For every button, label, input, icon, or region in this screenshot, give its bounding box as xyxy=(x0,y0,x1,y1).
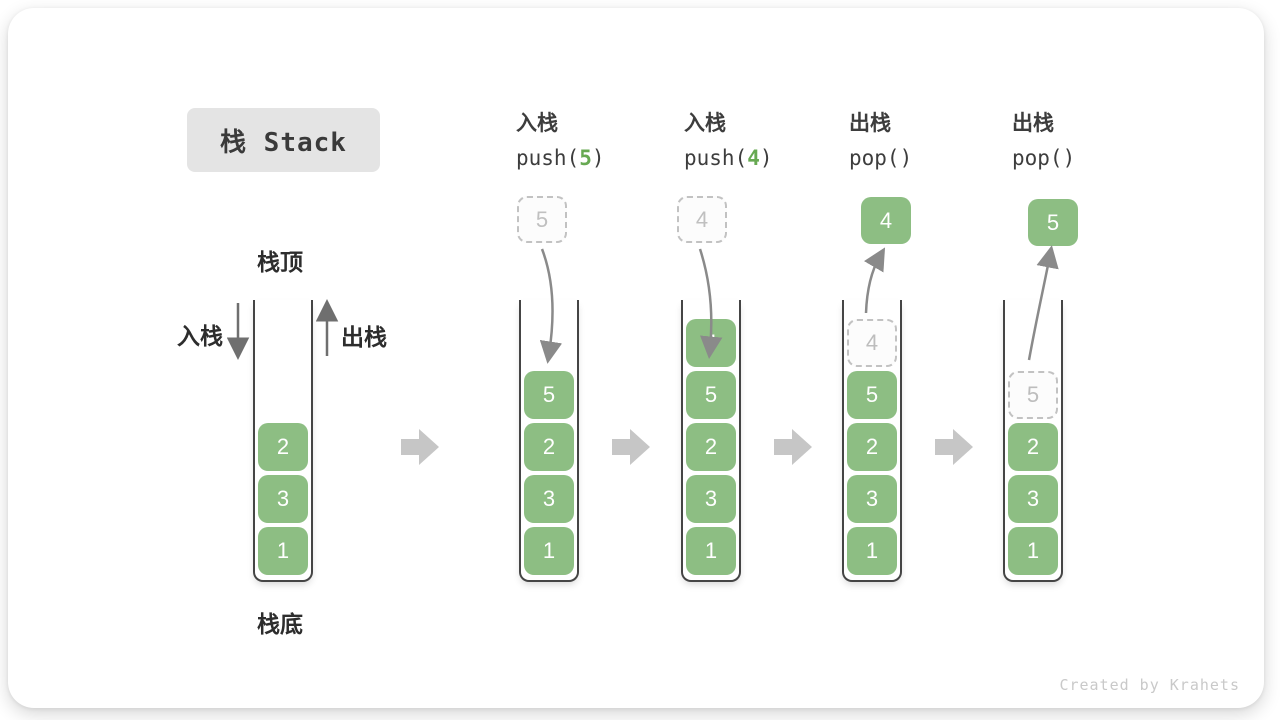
op-code: push(4) xyxy=(684,146,773,170)
diagram-title: 栈 Stack xyxy=(187,108,380,172)
stack-cell: 2 xyxy=(686,423,736,471)
stack-container-4: 4 5 2 3 1 xyxy=(842,300,902,582)
stack-cell-ghost: 5 xyxy=(1008,371,1058,419)
stack-cell: 1 xyxy=(847,527,897,575)
pop-direction-label: 出栈 xyxy=(341,324,387,350)
stack-cell: 5 xyxy=(524,371,574,419)
op-code: push(5) xyxy=(516,146,605,170)
op-name: 出栈 xyxy=(1012,112,1054,135)
stack-cell: 1 xyxy=(524,527,574,575)
stack-cell: 2 xyxy=(524,423,574,471)
stack-cell: 2 xyxy=(1008,423,1058,471)
op-header-push-5: 入栈 push(5) xyxy=(516,107,605,170)
watermark: Created by Krahets xyxy=(1059,676,1240,694)
op-code-arg: 4 xyxy=(747,146,760,170)
stack-container-2: 5 2 3 1 xyxy=(519,300,579,582)
stack-cell: 3 xyxy=(686,475,736,523)
stack-cell: 2 xyxy=(847,423,897,471)
stack-cell: 3 xyxy=(847,475,897,523)
stack-cell: 4 xyxy=(686,319,736,367)
stack-container-3: 4 5 2 3 1 xyxy=(681,300,741,582)
stack-container-1: 2 3 1 xyxy=(253,300,313,582)
op-name: 出栈 xyxy=(849,112,891,135)
op-code-after: ) xyxy=(1062,146,1076,170)
push-direction-label: 入栈 xyxy=(177,323,223,349)
stack-cell: 3 xyxy=(524,475,574,523)
stack-cell: 3 xyxy=(1008,475,1058,523)
stack-top-label: 栈顶 xyxy=(257,249,303,275)
op-name: 入栈 xyxy=(684,112,726,135)
stack-cell: 5 xyxy=(847,371,897,419)
op-code-after: ) xyxy=(899,146,913,170)
op-code-after: ) xyxy=(759,146,773,170)
stack-cell-ghost: 4 xyxy=(847,319,897,367)
op-code-after: ) xyxy=(591,146,605,170)
op-header-push-4: 入栈 push(4) xyxy=(684,107,773,170)
floating-cell: 5 xyxy=(1028,199,1078,246)
op-header-pop-1: 出栈 pop() xyxy=(849,107,912,170)
op-code: pop() xyxy=(1012,146,1075,170)
op-name: 入栈 xyxy=(516,112,558,135)
floating-cell-ghost: 5 xyxy=(517,196,567,243)
op-code: pop() xyxy=(849,146,912,170)
op-code-before: pop( xyxy=(1012,146,1063,170)
op-code-before: push( xyxy=(684,146,748,170)
stack-container-5: 5 2 3 1 xyxy=(1003,300,1063,582)
op-header-pop-2: 出栈 pop() xyxy=(1012,107,1075,170)
stack-cell: 2 xyxy=(258,423,308,471)
stack-bottom-label: 栈底 xyxy=(257,611,303,637)
op-code-arg: 5 xyxy=(579,146,592,170)
stack-cell: 1 xyxy=(258,527,308,575)
stack-cell: 1 xyxy=(686,527,736,575)
op-code-before: push( xyxy=(516,146,580,170)
stack-cell: 3 xyxy=(258,475,308,523)
op-code-before: pop( xyxy=(849,146,900,170)
floating-cell-ghost: 4 xyxy=(677,196,727,243)
stack-cell: 5 xyxy=(686,371,736,419)
floating-cell: 4 xyxy=(861,197,911,244)
stack-cell: 1 xyxy=(1008,527,1058,575)
